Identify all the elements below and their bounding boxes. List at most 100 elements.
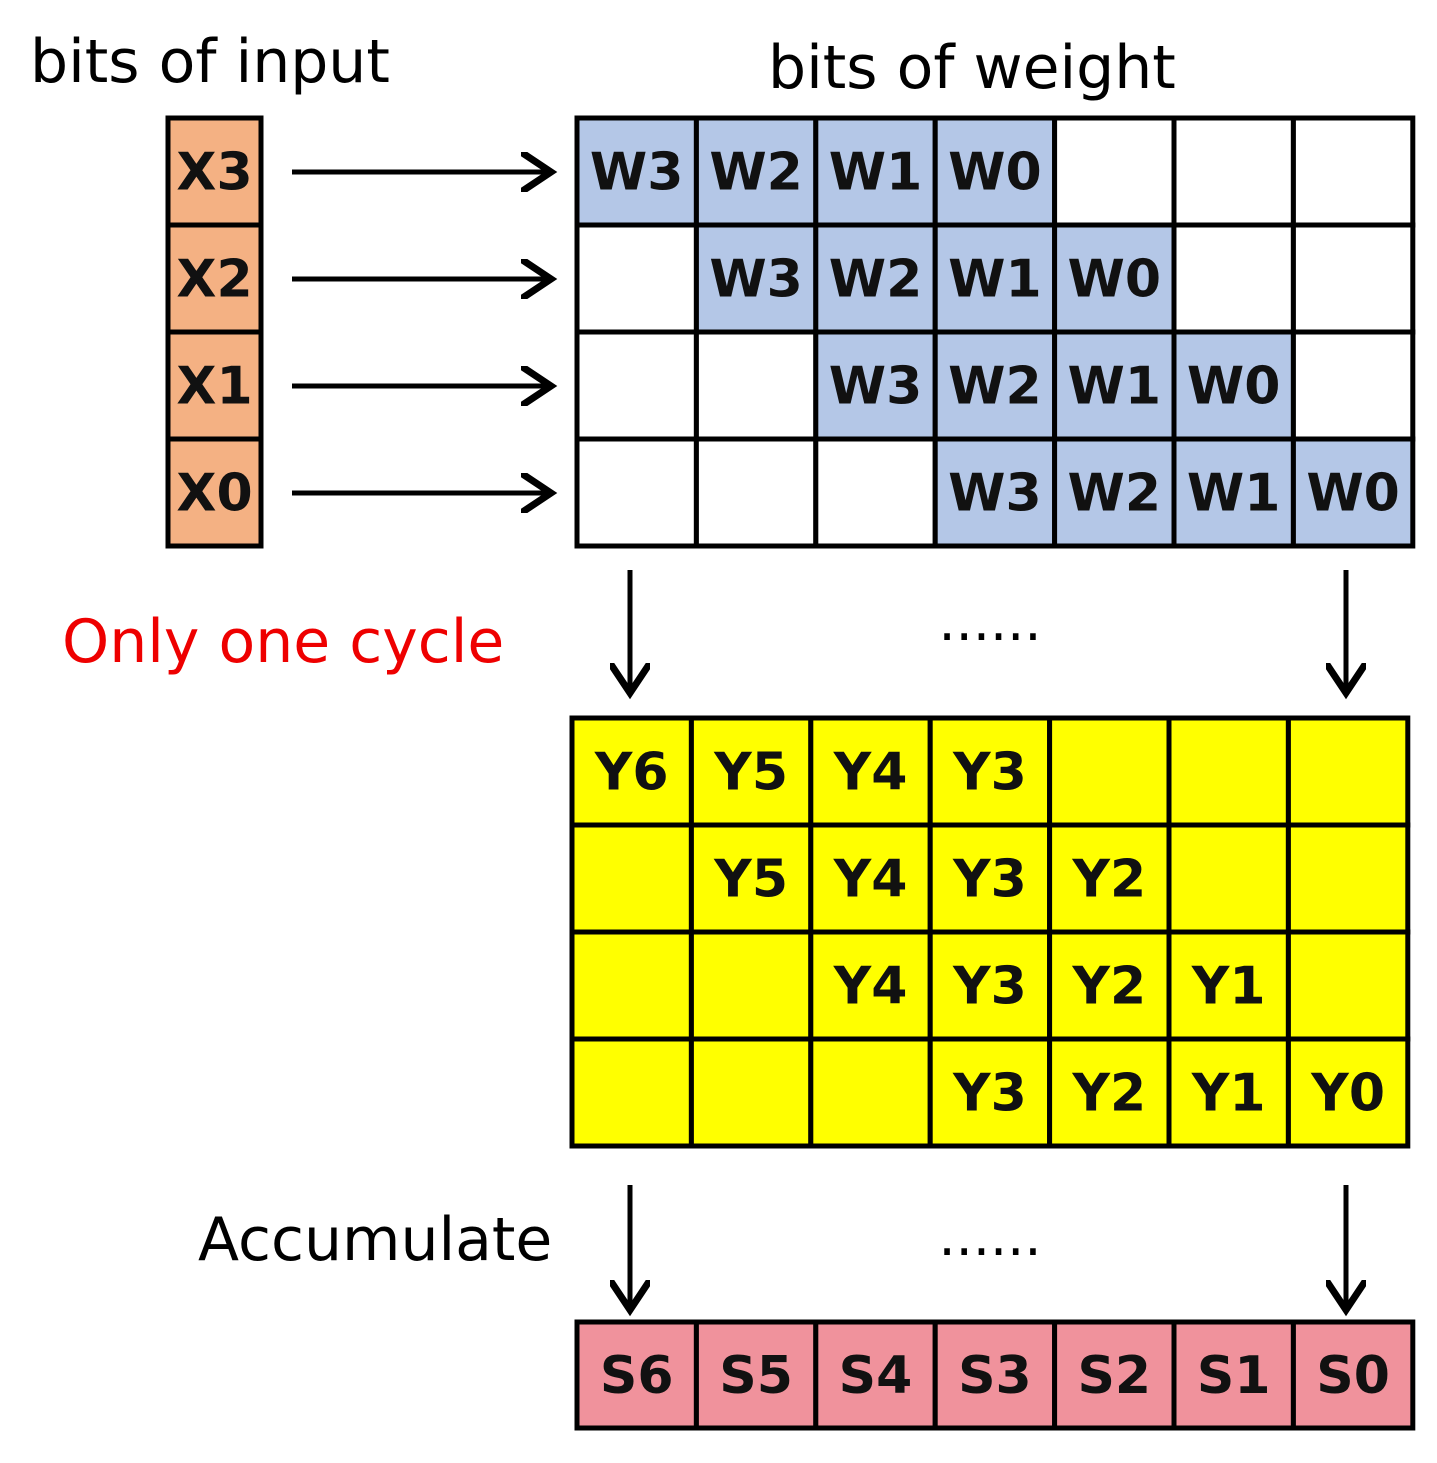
input-bit-label: X3 bbox=[176, 143, 252, 203]
partial-product-cell bbox=[927, 1036, 1053, 1149]
weight-bit-label: W3 bbox=[829, 357, 923, 417]
weight-bit-label: W2 bbox=[829, 250, 923, 310]
sum-bits-row: S6 S5 S4 S3 S2 S1 S0 bbox=[574, 1319, 1416, 1431]
weight-bit-label: W0 bbox=[1306, 464, 1400, 524]
partial-product-cell bbox=[1285, 822, 1411, 935]
partial-product-cell bbox=[1166, 715, 1291, 828]
weight-bit-cell bbox=[574, 436, 699, 549]
weight-bit-cell bbox=[813, 436, 938, 549]
weight-bit-cell bbox=[1290, 329, 1416, 442]
partial-product-cell bbox=[1285, 929, 1411, 1042]
partial-product-label: Y4 bbox=[833, 743, 908, 803]
partial-product-label: Y1 bbox=[1191, 957, 1266, 1017]
input-bit-label: X2 bbox=[176, 250, 252, 310]
sum-bit-cell bbox=[1171, 1319, 1296, 1431]
sum-bit-label: S2 bbox=[1077, 1346, 1151, 1406]
weight-bit-cell bbox=[1290, 115, 1416, 228]
weight-bit-label: W2 bbox=[709, 143, 803, 203]
partial-product-label: Y2 bbox=[1071, 1064, 1146, 1124]
partial-product-cell bbox=[1166, 1036, 1291, 1149]
partial-product-label: Y5 bbox=[713, 743, 788, 803]
weight-bit-cell bbox=[574, 329, 699, 442]
partial-product-cell bbox=[1285, 1036, 1411, 1149]
ellipsis-accumulate: ...... bbox=[939, 1205, 1042, 1268]
weight-bit-label: W0 bbox=[1187, 357, 1281, 417]
weight-bit-cell bbox=[1052, 115, 1177, 228]
partial-product-label: Y1 bbox=[1191, 1064, 1266, 1124]
partial-product-cell bbox=[1047, 715, 1172, 828]
ellipsis-cycle: ...... bbox=[939, 590, 1042, 653]
accumulate-label: Accumulate bbox=[198, 1205, 552, 1275]
weight-bit-label: W2 bbox=[948, 357, 1042, 417]
weight-bit-cell bbox=[1171, 115, 1296, 228]
partial-product-label: Y5 bbox=[713, 850, 788, 910]
partial-product-label: Y4 bbox=[833, 850, 908, 910]
input-bit-label: X0 bbox=[176, 464, 252, 524]
weight-bit-cell bbox=[693, 115, 819, 228]
sum-bit-label: S6 bbox=[600, 1346, 674, 1406]
weight-bit-label: W3 bbox=[709, 250, 803, 310]
partial-product-label: Y3 bbox=[952, 743, 1027, 803]
partial-product-cell bbox=[569, 822, 694, 935]
weight-bit-cell bbox=[932, 222, 1058, 335]
sum-bit-cell bbox=[1052, 1319, 1177, 1431]
partial-product-cell bbox=[1047, 822, 1172, 935]
partial-product-cell bbox=[1166, 822, 1291, 935]
partial-product-cell bbox=[927, 822, 1053, 935]
weight-bit-label: W1 bbox=[948, 250, 1042, 310]
partial-product-label: Y3 bbox=[952, 1064, 1027, 1124]
weight-bit-label: W2 bbox=[1068, 464, 1162, 524]
cycle-arrows bbox=[630, 570, 1346, 688]
weight-bit-label: W1 bbox=[1187, 464, 1281, 524]
partial-product-label: Y3 bbox=[952, 957, 1027, 1017]
partial-product-label: Y3 bbox=[952, 850, 1027, 910]
partial-product-cell bbox=[569, 1036, 694, 1149]
partial-product-cell bbox=[927, 929, 1053, 1042]
weight-bit-label: W0 bbox=[1068, 250, 1162, 310]
sum-bit-label: S3 bbox=[958, 1346, 1032, 1406]
weight-bit-cell bbox=[1052, 436, 1177, 549]
weight-bit-cell bbox=[1052, 222, 1177, 335]
partial-product-label: Y6 bbox=[594, 743, 669, 803]
partial-product-label: Y2 bbox=[1071, 850, 1146, 910]
weight-bit-cell bbox=[574, 222, 699, 335]
partial-product-cell bbox=[1047, 929, 1172, 1042]
partial-product-cell bbox=[688, 1036, 814, 1149]
partial-product-label: Y0 bbox=[1310, 1064, 1385, 1124]
partial-product-cell bbox=[808, 1036, 933, 1149]
weight-bit-cell bbox=[1290, 222, 1416, 335]
weight-bit-label: W3 bbox=[590, 143, 684, 203]
sum-bit-cell bbox=[693, 1319, 819, 1431]
partial-product-label: Y4 bbox=[833, 957, 908, 1017]
sum-bit-cell bbox=[1290, 1319, 1416, 1431]
input-to-weight-arrows bbox=[292, 172, 546, 493]
only-one-cycle-label: Only one cycle bbox=[62, 607, 504, 677]
sum-bit-label: S4 bbox=[839, 1346, 913, 1406]
partial-product-cell bbox=[927, 715, 1053, 828]
weight-bits-title: bits of weight bbox=[768, 33, 1176, 103]
partial-product-cell bbox=[808, 715, 933, 828]
sum-bit-label: S0 bbox=[1316, 1346, 1390, 1406]
sum-bit-cell bbox=[813, 1319, 938, 1431]
accumulate-arrows bbox=[630, 1185, 1346, 1305]
partial-product-cell bbox=[1285, 715, 1411, 828]
input-bit-label: X1 bbox=[176, 357, 252, 417]
weight-bit-cell bbox=[1290, 436, 1416, 549]
weight-bit-cell bbox=[693, 436, 819, 549]
weight-bit-cell bbox=[1171, 222, 1296, 335]
sum-bit-label: S1 bbox=[1197, 1346, 1271, 1406]
input-bit-cell bbox=[165, 436, 264, 549]
sum-bit-cell bbox=[574, 1319, 699, 1431]
sum-bit-label: S5 bbox=[719, 1346, 793, 1406]
input-bits-title: bits of input bbox=[30, 27, 390, 97]
weight-bit-label: W0 bbox=[948, 143, 1042, 203]
partial-product-cell bbox=[569, 929, 694, 1042]
weight-bit-label: W1 bbox=[829, 143, 923, 203]
partial-product-label: Y2 bbox=[1071, 957, 1146, 1017]
weight-bit-cell bbox=[813, 222, 938, 335]
partial-product-cell bbox=[688, 929, 814, 1042]
